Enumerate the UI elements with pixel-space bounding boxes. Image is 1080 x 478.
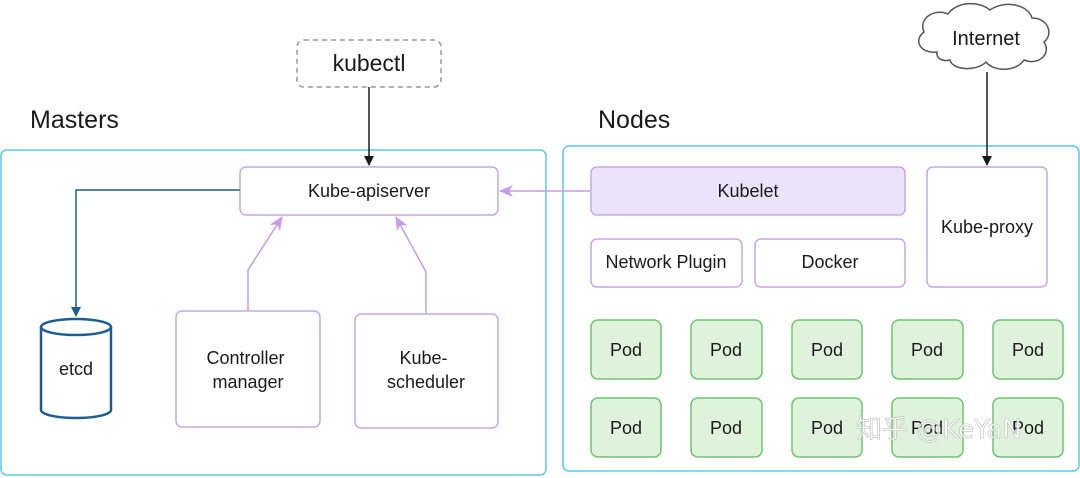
- pod-label: Pod: [610, 340, 642, 360]
- pod-label: Pod: [710, 418, 742, 438]
- masters-title: Masters: [30, 106, 119, 134]
- pod-label: Pod: [811, 340, 843, 360]
- kube-proxy-label: Kube-proxy: [941, 217, 1033, 237]
- kube-proxy-box: [926, 166, 1048, 288]
- kubelet-box: [590, 166, 906, 216]
- pod-label: Pod: [1012, 418, 1044, 438]
- pod-box: [791, 319, 863, 380]
- pod-label: Pod: [710, 340, 742, 360]
- nodes-cluster-box: [562, 145, 1080, 472]
- pod-box: [992, 397, 1064, 458]
- pod-box: [690, 397, 763, 458]
- pod-label: Pod: [610, 418, 642, 438]
- controller-to-apiserver-arrow: [247, 216, 283, 310]
- kube-apiserver-label: Kube-apiserver: [308, 181, 430, 201]
- pod-box: [791, 397, 863, 458]
- controller-manager-box: [175, 310, 321, 428]
- nodes-title: Nodes: [598, 106, 670, 134]
- docker-box: [754, 238, 906, 288]
- kubelet-label: Kubelet: [717, 181, 778, 201]
- watermark-text: 知乎 @KeYaN: [856, 415, 1022, 445]
- pod-label: Pod: [911, 340, 943, 360]
- kubectl-label: kubectl: [333, 50, 406, 76]
- etcd-label: etcd: [59, 359, 93, 379]
- network-plugin-box: [590, 238, 743, 288]
- pod-box: [992, 319, 1064, 380]
- pod-box: [690, 319, 763, 380]
- internet-cloud-icon: [918, 2, 1050, 70]
- kube-apiserver-box: [239, 166, 499, 216]
- pod-label: Pod: [1012, 340, 1044, 360]
- kube-scheduler-box: [354, 313, 499, 429]
- network-plugin-label: Network Plugin: [605, 252, 726, 272]
- apiserver-to-etcd-arrow: [71, 189, 240, 317]
- pod-label: Pod: [811, 418, 843, 438]
- kube-scheduler-label: Kube- scheduler: [387, 348, 465, 392]
- kube-scheduler-line2: scheduler: [387, 372, 465, 392]
- pod-box: [891, 319, 964, 380]
- masters-cluster-box: [0, 149, 547, 476]
- internet-label: Internet: [952, 28, 1020, 50]
- pod-box: [891, 397, 964, 458]
- pod-label: Pod: [911, 418, 943, 438]
- kube-scheduler-line1: Kube-: [399, 348, 447, 368]
- scheduler-to-apiserver-arrow: [395, 216, 427, 313]
- pod-box: [590, 397, 662, 458]
- pod-box: [590, 319, 662, 380]
- controller-manager-line1: Controller: [206, 348, 284, 368]
- kubectl-box: [296, 39, 442, 88]
- etcd-database-icon: [39, 317, 113, 420]
- controller-manager-label: Controller manager: [206, 348, 289, 392]
- docker-label: Docker: [801, 252, 858, 272]
- controller-manager-line2: manager: [212, 372, 283, 392]
